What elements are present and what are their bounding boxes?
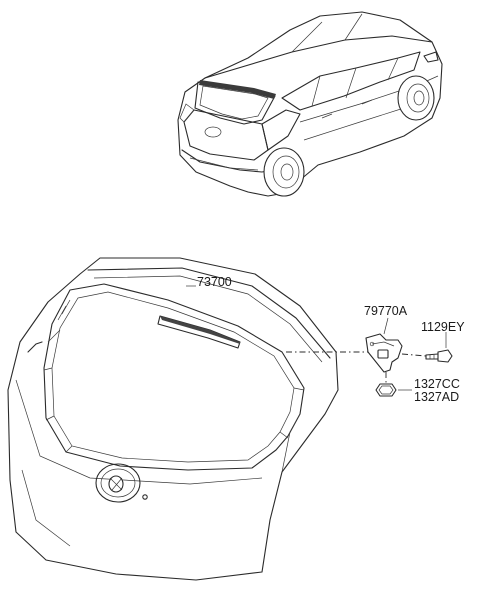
label-1327AD: 1327AD	[414, 390, 460, 404]
latch-part	[365, 317, 403, 373]
label-79770A: 79770A	[364, 304, 408, 318]
label-1327CC: 1327CC	[414, 377, 460, 391]
bolt-centerline	[401, 353, 427, 357]
label-1129EY: 1129EY	[421, 320, 465, 334]
tailgate-panel	[7, 257, 339, 581]
label-73700: 73700	[197, 275, 232, 289]
car-illustration	[177, 11, 443, 197]
nut-part	[375, 383, 412, 397]
bolt-part	[425, 332, 453, 363]
